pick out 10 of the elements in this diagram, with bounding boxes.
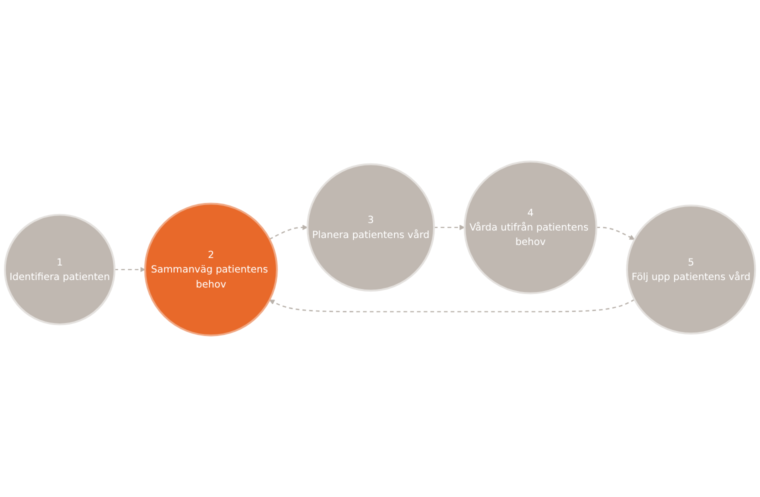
node-circle: 5 Följ upp patientens vård bbox=[626, 204, 756, 335]
arrow bbox=[434, 224, 465, 230]
node-circle: 2 Sammanväg patientens behov bbox=[144, 202, 278, 336]
arrow bbox=[269, 299, 635, 312]
arrow bbox=[596, 226, 635, 240]
arrow bbox=[269, 224, 308, 240]
arrow bbox=[114, 266, 146, 272]
node-circle: 3 Planera patientens vård bbox=[306, 163, 435, 292]
node-circle: 4 Vårda utifrån patientens behov bbox=[464, 160, 598, 294]
node-circle: 1 Identifiera patienten bbox=[4, 214, 116, 326]
